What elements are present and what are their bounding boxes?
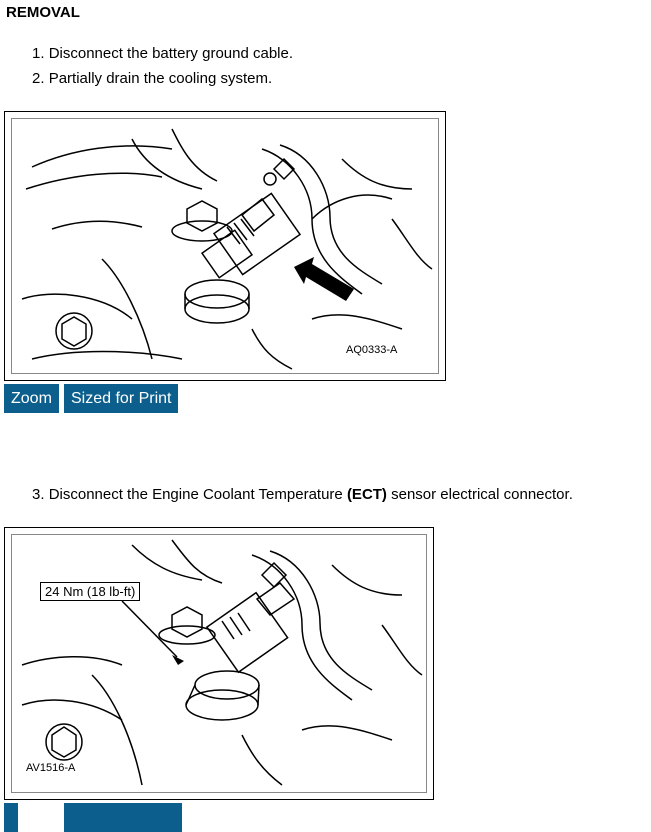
- figure-1: AQ0333-A: [4, 111, 446, 381]
- sized-for-print-button-2[interactable]: [64, 803, 182, 832]
- zoom-button[interactable]: Zoom: [4, 384, 59, 413]
- ect-sensor-illustration: [21, 128, 433, 370]
- leader-arrowhead-icon: [172, 655, 184, 665]
- step-3-text-pre: Disconnect the Engine Coolant Temperatur…: [48, 486, 347, 503]
- step-1-text: Disconnect the battery ground cable.: [48, 45, 294, 62]
- step-1-number: 1.: [32, 45, 45, 62]
- zoom-button-2[interactable]: [4, 803, 18, 832]
- pointer-arrow-icon: [294, 257, 354, 301]
- step-3-number: 3.: [32, 486, 45, 503]
- step-3-text-post: sensor electrical connector.: [386, 486, 573, 503]
- figure-2-illustration: 24 Nm (18 lb-ft) AV1516-A: [11, 534, 427, 793]
- step-1: 1. Disconnect the battery ground cable.: [32, 45, 293, 63]
- ect-sensor-install-illustration: [21, 539, 423, 786]
- figure-1-illustration: AQ0333-A: [11, 118, 439, 374]
- step-2: 2. Partially drain the cooling system.: [32, 70, 272, 88]
- step-2-number: 2.: [32, 70, 45, 87]
- step-3-ect-abbreviation: (ECT): [346, 486, 387, 503]
- torque-callout: 24 Nm (18 lb-ft): [40, 582, 141, 601]
- section-heading: REMOVAL: [6, 4, 80, 21]
- figure-2-id: AV1516-A: [26, 762, 76, 774]
- step-2-text: Partially drain the cooling system.: [48, 70, 273, 87]
- step-3: 3. Disconnect the Engine Coolant Tempera…: [32, 486, 573, 504]
- sized-for-print-button[interactable]: Sized for Print: [64, 384, 179, 413]
- figure-1-id: AQ0333-A: [346, 344, 398, 356]
- figure-2: 24 Nm (18 lb-ft) AV1516-A: [4, 527, 434, 800]
